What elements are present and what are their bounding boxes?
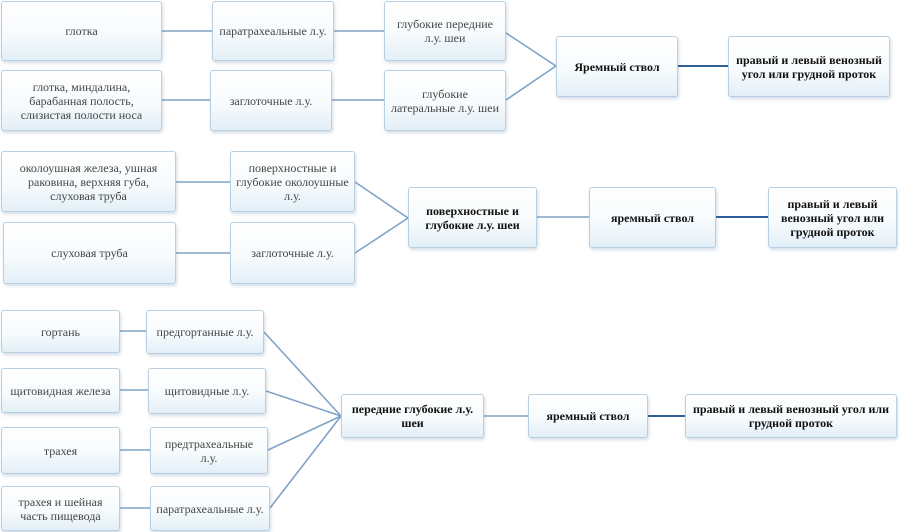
box-text: паратрахеальные л.у. — [156, 501, 264, 516]
box-text: гортань — [40, 324, 81, 339]
deep-nodes-box: глубокие латеральные л.у. шеи — [384, 70, 506, 131]
box-text: щитовидные л.у. — [164, 384, 250, 398]
jugular-trunk-box: яремный ствол — [528, 394, 648, 438]
organ-box: глотка, миндалина, барабанная полость, с… — [1, 70, 162, 131]
lymph-node-box: заглоточные л.у. — [210, 70, 332, 131]
box-text: заглоточные л.у. — [251, 246, 334, 260]
organ-box: глотка — [1, 1, 162, 61]
lymph-node-box: поверхностные и глубокие околоушные л.у. — [230, 151, 355, 212]
lymph-node-box: щитовидные л.у. — [148, 368, 266, 414]
box-text: яремный ствол — [610, 210, 695, 225]
box-text: предгортанные л.у. — [156, 325, 254, 339]
organ-box: околоушная железа, ушная раковина, верхн… — [1, 151, 176, 212]
lymph-node-box: заглоточные л.у. — [230, 222, 355, 284]
connector — [505, 32, 557, 67]
collector-nodes-box: передние глубокие л.у. шеи — [341, 394, 484, 438]
deep-nodes-box: глубокие передние л.у. шеи — [384, 1, 506, 61]
box-text: околоушная железа, ушная раковина, верхн… — [19, 160, 158, 203]
box-text: предтрахеальные л.у. — [164, 436, 254, 465]
box-text: глубокие латеральные л.у. шеи — [390, 86, 500, 115]
connector — [265, 390, 342, 417]
jugular-trunk-box: яремный ствол — [589, 187, 716, 248]
connector — [269, 415, 342, 509]
box-text: глубокие передние л.у. шеи — [396, 17, 494, 45]
organ-box: трахея и шейная часть пищевода — [1, 486, 120, 531]
organ-box: слуховая труба — [3, 222, 176, 284]
box-text: правый и левый венозный угол или грудной… — [692, 402, 890, 430]
jugular-trunk-box: Яремный ствол — [556, 36, 678, 97]
box-text: правый и левый венозный угол или грудной… — [736, 52, 882, 81]
collector-nodes-box: поверхностные и глубокие л.у. шеи — [408, 187, 537, 248]
connector — [354, 217, 409, 254]
connector — [505, 65, 557, 101]
organ-box: щитовидная железа — [1, 368, 120, 413]
box-text: правый и левый венозный угол или грудной… — [780, 196, 885, 239]
box-text: глотка — [65, 24, 98, 38]
lymph-node-box: паратрахеальные л.у. — [212, 1, 334, 61]
lymph-node-box: предгортанные л.у. — [146, 310, 264, 354]
venous-angle-box: правый и левый венозный угол или грудной… — [685, 394, 897, 438]
box-text: Яремный ствол — [574, 59, 660, 74]
box-text: поверхностные и глубокие околоушные л.у. — [236, 160, 349, 203]
organ-box: гортань — [1, 310, 120, 353]
box-text: щитовидная железа — [10, 383, 111, 398]
box-text: глотка, миндалина, барабанная полость, с… — [20, 79, 143, 122]
box-text: трахея и шейная часть пищевода — [18, 494, 103, 523]
lymph-node-box: паратрахеальные л.у. — [150, 486, 270, 531]
connector — [267, 415, 342, 451]
lymph-node-box: предтрахеальные л.у. — [150, 427, 268, 474]
connector — [263, 331, 342, 417]
box-text: передние глубокие л.у. шеи — [351, 402, 474, 430]
box-text: слуховая труба — [51, 246, 128, 260]
organ-box: трахея — [1, 427, 120, 474]
box-text: поверхностные и глубокие л.у. шеи — [425, 203, 520, 232]
box-text: яремный ствол — [546, 409, 630, 423]
box-text: трахея — [43, 443, 78, 458]
connector — [354, 181, 409, 219]
box-text: паратрахеальные л.у. — [219, 24, 327, 38]
box-text: заглоточные л.у. — [229, 93, 313, 108]
venous-angle-box: правый и левый венозный угол или грудной… — [728, 36, 890, 97]
venous-angle-box: правый и левый венозный угол или грудной… — [768, 187, 897, 248]
